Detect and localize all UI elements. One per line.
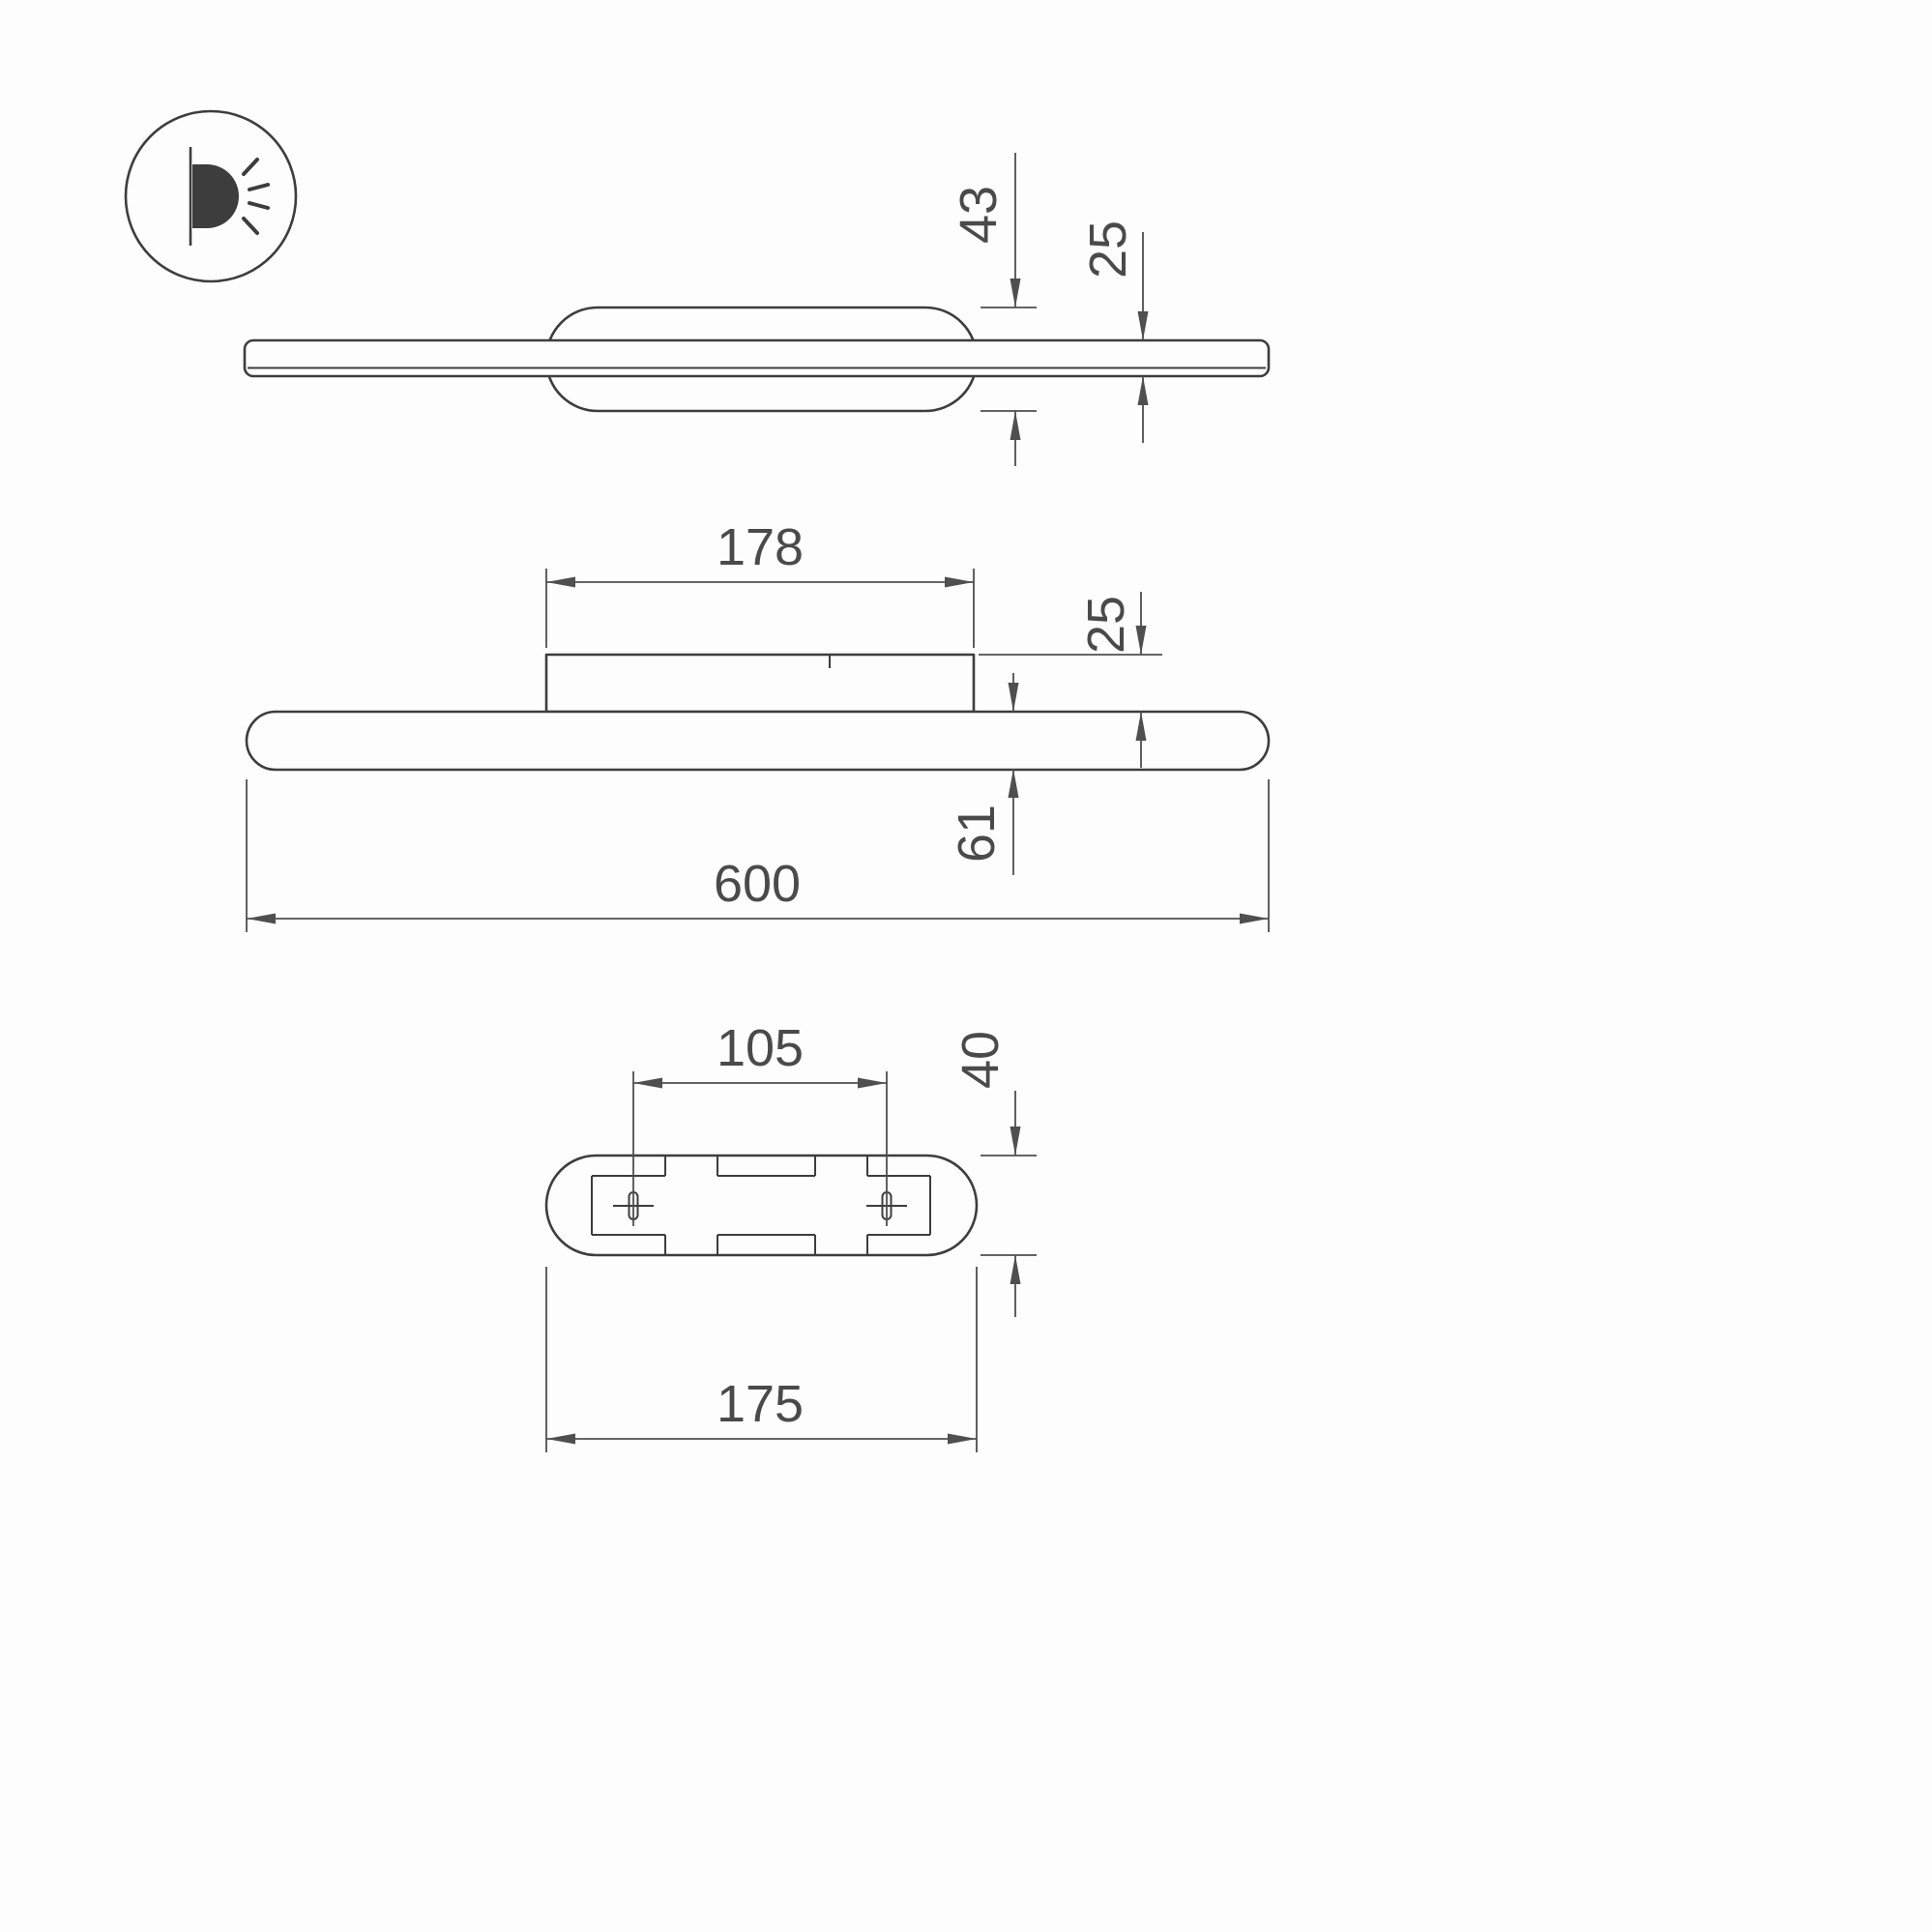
arrowheads xyxy=(1135,626,1147,741)
mounting-plate-outline xyxy=(544,1154,979,1257)
extension-lines xyxy=(981,1155,1037,1256)
arrowheads xyxy=(633,1077,887,1089)
extension-lines xyxy=(981,307,1037,412)
lamp-bar-front xyxy=(245,710,1271,772)
icon-lamp-body xyxy=(192,164,239,228)
arrowheads xyxy=(1137,311,1149,405)
dimension-label: 175 xyxy=(717,1375,804,1433)
arrowheads xyxy=(1010,1127,1021,1284)
icon-light-rays xyxy=(242,158,270,235)
extension-lines xyxy=(545,1267,978,1452)
extension-lines xyxy=(632,1071,888,1226)
dim-total-width: 600 xyxy=(246,779,1270,932)
dim-head-width: 178 xyxy=(545,518,975,648)
arrowheads xyxy=(1008,683,1019,798)
dimension-label: 178 xyxy=(717,518,804,576)
dimension-label: 600 xyxy=(714,855,801,913)
icon-circle xyxy=(124,109,298,283)
extension-lines xyxy=(246,779,1270,932)
wall-light-icon xyxy=(124,109,298,283)
side-profile-view: 43 25 xyxy=(243,153,1271,466)
dimension-label: 40 xyxy=(951,1031,1010,1089)
dimension-label: 105 xyxy=(717,1019,804,1077)
dimension-label: 43 xyxy=(950,186,1008,244)
mounting-plate-view: 105 40 175 xyxy=(544,1019,1037,1452)
dimension-label: 61 xyxy=(948,805,1006,863)
front-view: 178 25 61 600 xyxy=(245,518,1271,932)
dim-bar-height: 61 xyxy=(948,673,1019,875)
dim-bar-thickness: 25 xyxy=(1079,220,1149,443)
lamp-head-front xyxy=(544,653,976,714)
dim-plate-width: 175 xyxy=(545,1267,978,1452)
dim-hole-spacing: 105 xyxy=(632,1019,888,1226)
plate-inner-contour xyxy=(591,1156,931,1254)
extension-lines xyxy=(545,569,975,648)
dim-head-height: 43 xyxy=(950,153,1037,466)
dim-plate-height: 40 xyxy=(951,1031,1037,1317)
lamp-bar-profile xyxy=(243,338,1271,378)
dimension-label: 25 xyxy=(1079,220,1137,278)
dimension-label: 25 xyxy=(1077,596,1135,654)
dim-head-offset: 25 xyxy=(979,592,1162,768)
